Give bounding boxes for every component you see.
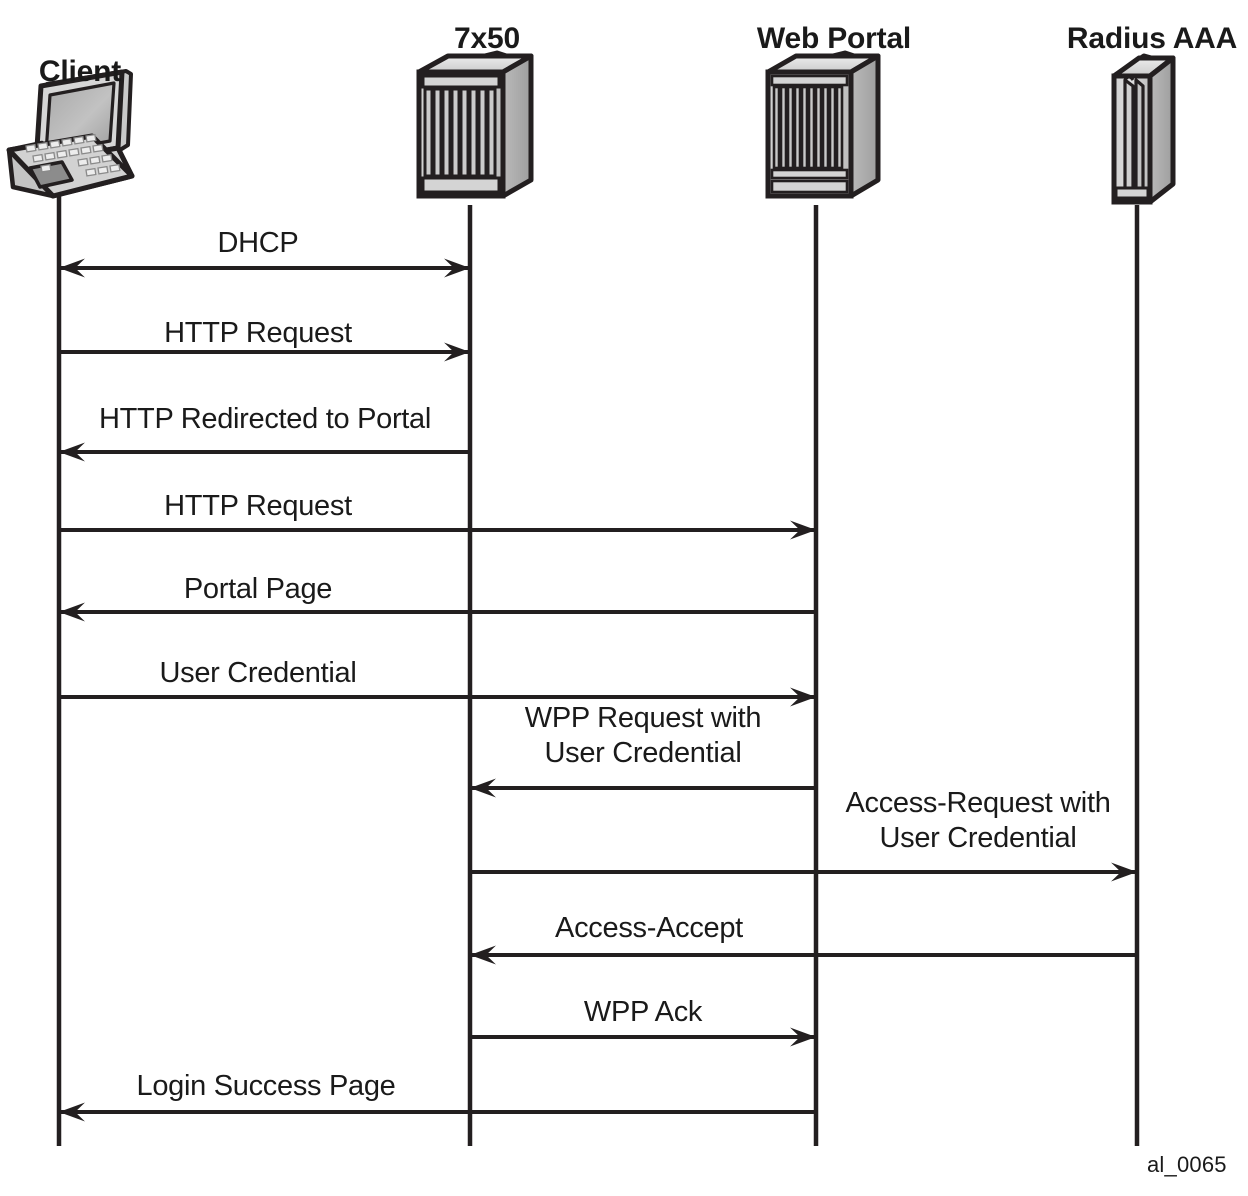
node-label-7x50: 7x50 (454, 22, 520, 55)
message-label: HTTP Request (164, 490, 352, 522)
message-label: WPP Ack (583, 996, 703, 1028)
message-arrow (470, 1027, 816, 1047)
arrow-head (790, 1027, 816, 1047)
message-arrow (59, 602, 816, 622)
router-chassis-icon (416, 50, 534, 199)
message-arrow (470, 778, 816, 798)
node-label-web-portal: Web Portal (756, 22, 912, 55)
message-label: Access-Accept (555, 912, 743, 944)
node-label-radius-aaa: Radius AAA (1066, 22, 1238, 55)
arrow-head (444, 342, 470, 362)
arrow-head (444, 258, 470, 278)
arrow-head (1111, 862, 1137, 882)
message-arrow (59, 687, 816, 707)
arrow-head (470, 778, 496, 798)
message-arrow (470, 945, 1137, 965)
message-label: Portal Page (183, 573, 333, 605)
message-arrow (59, 258, 470, 278)
arrow-head (59, 1102, 85, 1122)
message-label: HTTP Request (164, 317, 352, 349)
message-label: User Credential (159, 657, 357, 689)
arrow-head (59, 442, 85, 462)
message-label: Login Success Page (136, 1070, 396, 1102)
message-arrows-group (59, 258, 1137, 1122)
lifelines-group (56, 196, 1140, 1146)
message-arrow (470, 862, 1137, 882)
figure-id-label: al_0065 (1147, 1152, 1227, 1177)
arrow-head (790, 687, 816, 707)
arrow-head (790, 520, 816, 540)
arrow-head (470, 945, 496, 965)
message-arrow (59, 520, 816, 540)
message-arrow (59, 442, 470, 462)
laptop-icon (6, 69, 135, 199)
server-chassis-icon (765, 50, 881, 199)
arrow-head (59, 602, 85, 622)
arrow-head (59, 258, 85, 278)
node-label-client: Client (38, 55, 122, 88)
message-arrow (59, 342, 470, 362)
message-label: DHCP (217, 227, 299, 259)
message-arrow (59, 1102, 816, 1122)
server-tower-icon (1111, 53, 1176, 205)
message-label: HTTP Redirected to Portal (98, 403, 432, 435)
